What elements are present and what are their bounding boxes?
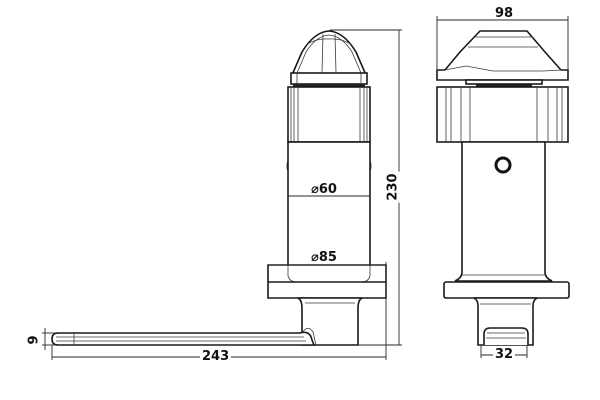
label-243: 243 xyxy=(200,349,232,364)
front-cap xyxy=(436,30,569,87)
label-230: 230 xyxy=(385,171,401,203)
side-lever xyxy=(51,327,317,346)
label-9: 9 xyxy=(26,335,42,345)
label-dia60: ⌀60 xyxy=(311,182,337,197)
label-98: 98 xyxy=(495,6,514,21)
side-view xyxy=(42,29,402,360)
front-handle xyxy=(483,327,529,345)
side-flange xyxy=(267,264,387,299)
pin-hole xyxy=(494,156,512,174)
dim-98 xyxy=(436,16,569,70)
side-column xyxy=(286,141,372,267)
front-threaded-ring xyxy=(436,86,569,143)
front-view xyxy=(436,16,570,358)
front-column xyxy=(454,141,553,282)
dim-9 xyxy=(42,328,56,350)
side-cap xyxy=(290,30,368,87)
label-32: 32 xyxy=(493,347,516,362)
front-flange xyxy=(443,281,570,299)
dim-dia85 xyxy=(268,262,387,360)
label-dia85: ⌀85 xyxy=(311,250,337,265)
side-threaded-ring xyxy=(287,86,371,143)
